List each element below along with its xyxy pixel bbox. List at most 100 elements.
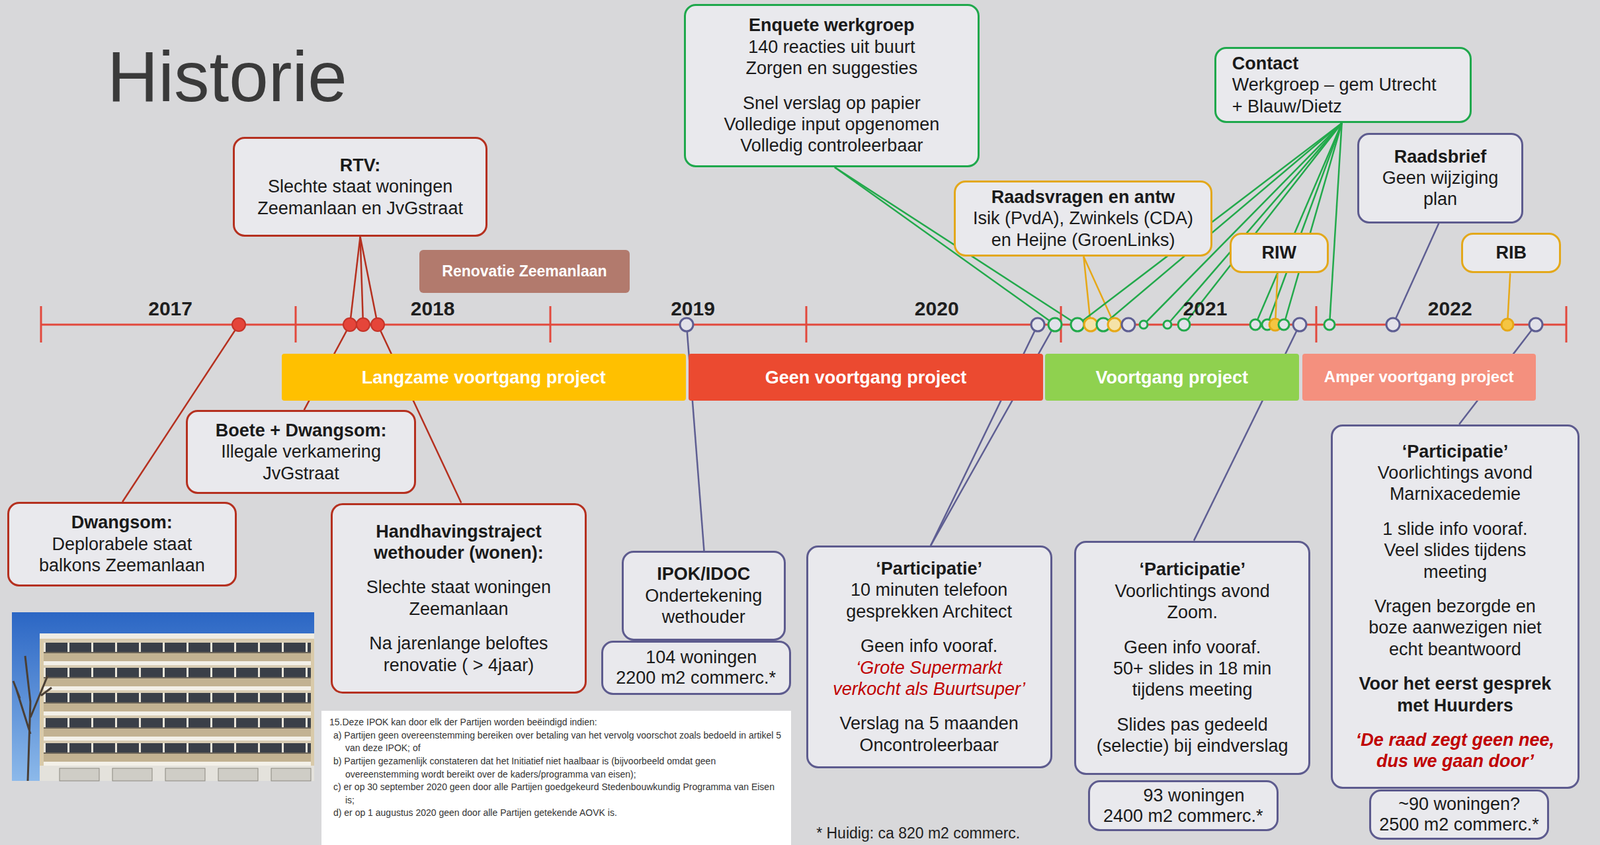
event-dot	[232, 318, 246, 332]
body-text: Voorlichtings avond Marnixacedemie	[1340, 462, 1570, 506]
body-text: Na jarenlange beloftes renovatie ( > 4ja…	[351, 632, 566, 676]
tree	[13, 656, 52, 782]
period-band: Renovatie Zeemanlaan	[419, 250, 630, 294]
facade	[39, 633, 315, 782]
year-label: 2017	[148, 297, 193, 321]
participation-callout: ‘Participatie’Voorlichtings avond Marnix…	[1330, 424, 1580, 790]
heading-text: RIW	[1262, 242, 1297, 264]
heading-text: Enquete werkgroep	[748, 14, 915, 36]
body-text: Geen info vooraf.	[860, 635, 998, 657]
page-title: Historie	[107, 41, 348, 113]
leader-line	[1255, 123, 1343, 325]
timeline-dots	[232, 318, 1543, 332]
leader-line	[360, 236, 378, 325]
survey-callout: Enquete werkgroep140 reacties uit buurt …	[683, 3, 980, 168]
event-dot	[1031, 318, 1045, 332]
participation-callout: ‘Participatie’Voorlichtings avond Zoom.G…	[1074, 541, 1310, 776]
event-dot	[1070, 318, 1085, 332]
body-text: Voor het eerst gesprek met Huurders	[1352, 673, 1559, 717]
event-dot	[343, 318, 357, 332]
event-dot	[1501, 318, 1514, 331]
phase-band: Voortgang project	[1045, 353, 1300, 401]
heading-text: IPOK/IDOC	[656, 563, 751, 585]
body-text: 10 minuten telefoon gesprekken Architect	[816, 579, 1043, 623]
event-dot	[1529, 318, 1543, 332]
body-text: 104 woningen 2200 m2 commerc.*	[614, 647, 778, 689]
body-text: 140 reacties uit buurt Zorgen en suggest…	[720, 36, 944, 80]
roof-edge	[39, 633, 315, 639]
leader-line	[1275, 273, 1278, 325]
event-dot	[679, 318, 694, 332]
heading-text: Voortgang project	[1095, 367, 1249, 389]
phase-band: Geen voortgang project	[688, 353, 1043, 401]
body-text: ‘Grote Supermarkt verkocht als Buurtsupe…	[826, 657, 1032, 701]
body-text: Isik (PvdA), Zwinkels (CDA) en Heijne (G…	[967, 207, 1200, 251]
body-text: Geen info vooraf. 50+ slides in 18 min t…	[1109, 636, 1276, 702]
garage-door	[59, 768, 100, 782]
event-dot	[1084, 318, 1098, 332]
event-dot	[1139, 320, 1148, 329]
plan-size-box: 93 woningen 2400 m2 commerc.*	[1088, 780, 1279, 832]
event-dot	[1048, 318, 1062, 332]
event-dot	[371, 318, 385, 332]
ground-floor	[39, 765, 315, 782]
footnote: * Huidig: ca 820 m2 commerc.	[816, 824, 1020, 843]
body-text: Slechte staat woningen Zeemanlaan en JvG…	[242, 175, 479, 219]
year-tick	[294, 306, 297, 343]
body-text: Deplorabele staat balkons Zeemanlaan	[32, 533, 211, 577]
heading-text: Handhavingstraject wethouder (wonen):	[351, 521, 566, 565]
body-text: Slides pas gedeeld (selectie) bij eindve…	[1092, 714, 1292, 758]
event-dot	[1121, 318, 1136, 332]
body-text: 15.Deze IPOK kan door elk der Partijen w…	[329, 716, 784, 730]
event-dot	[1178, 318, 1190, 331]
heading-text: Boete + Dwangsom:	[215, 420, 387, 442]
leader-line	[1507, 273, 1511, 325]
year-label: 2021	[1183, 297, 1228, 321]
event-dot	[1324, 319, 1335, 331]
body-text: Geen wijziging plan	[1373, 167, 1508, 211]
heading-text: Dwangsom:	[71, 511, 173, 534]
year-tick	[549, 306, 552, 343]
event-callout: RaadsbriefGeen wijziging plan	[1357, 132, 1524, 224]
body-text: Vragen bezorgde en boze aanwezigen niet …	[1361, 595, 1550, 661]
body-text: c) er op 30 september 2020 geen door all…	[329, 781, 784, 807]
year-label: 2022	[1428, 297, 1473, 321]
leader-line	[1267, 123, 1343, 325]
heading-text: Amper voortgang project	[1324, 367, 1515, 387]
body-text: Verslag na 5 maanden Oncontroleerbaar	[816, 713, 1043, 757]
heading-text: ‘Participatie’	[1402, 441, 1509, 463]
year-tick	[805, 306, 808, 343]
year-tick	[40, 306, 43, 343]
heading-text: ‘Participatie’	[875, 558, 983, 580]
phase-band: Amper voortgang project	[1302, 353, 1536, 401]
building-photo	[11, 612, 315, 782]
body-text: ‘De raad zegt geen nee, dus we gaan door…	[1347, 729, 1563, 773]
event-dot	[1386, 318, 1400, 332]
event-callout: Dwangsom:Deplorabele staat balkons Zeema…	[7, 502, 237, 587]
event-callout: Raadsvragen en antwIsik (PvdA), Zwinkels…	[953, 180, 1212, 257]
event-callout: RIW	[1229, 232, 1329, 274]
heading-text: RTV:	[339, 154, 381, 176]
timeline	[41, 306, 1567, 343]
event-callout: Handhavingstraject wethouder (wonen):Sle…	[330, 503, 587, 694]
body-text: Ondertekening wethouder	[631, 585, 776, 629]
participation-callout: ‘Participatie’10 minuten telefoon gespre…	[806, 545, 1053, 768]
heading-text: Contact	[1232, 52, 1300, 75]
leader-lines	[122, 123, 1536, 551]
leader-line	[1283, 123, 1343, 325]
garage-door	[112, 768, 153, 782]
body-text: Snel verslag op papier Volledige input o…	[720, 92, 944, 157]
event-dot	[1107, 318, 1122, 332]
event-callout: RTV:Slechte staat woningen Zeemanlaan en…	[232, 136, 489, 237]
body-text: Voorlichtings avond Zoom.	[1094, 580, 1291, 624]
body-text: ~90 woningen? 2500 m2 commerc.*	[1377, 794, 1542, 836]
event-callout: Boete + Dwangsom:Illegale verkamering Jv…	[185, 410, 417, 495]
event-dot	[1278, 319, 1290, 331]
year-tick	[1315, 306, 1318, 343]
body-text: Illegale verkamering JvGstraat	[203, 441, 400, 485]
event-callout: IPOK/IDOCOndertekening wethouder	[621, 550, 786, 641]
event-callout: RIB	[1461, 232, 1561, 274]
year-label: 2019	[670, 297, 716, 321]
timeline-axis	[41, 324, 1567, 327]
plan-size-box: ~90 woningen? 2500 m2 commerc.*	[1369, 789, 1550, 841]
